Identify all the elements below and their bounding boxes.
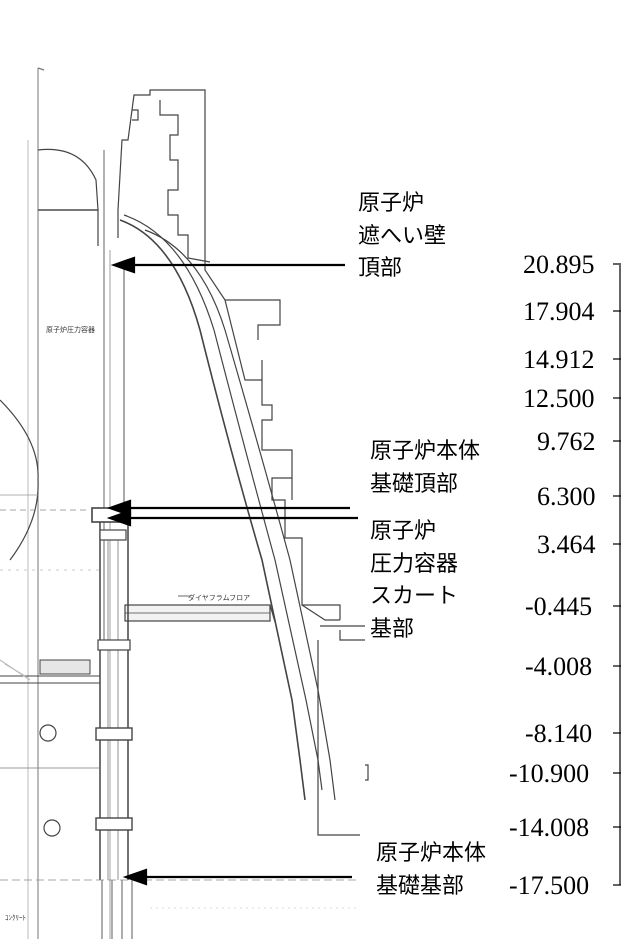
elevation-label: -17.500 (509, 871, 590, 900)
label-rpv-skirt-base: 原子炉 圧力容器 スカート 基部 (370, 519, 459, 642)
vessel-wall-arc (0, 399, 39, 561)
label-rpv-shield-wall-top: 原子炉 遮へい壁 頂部 (358, 191, 447, 282)
vessel-note: 原子炉圧力容器 (46, 325, 95, 334)
elevation-label: -4.008 (525, 652, 593, 681)
vessel-dome (37, 148, 99, 211)
floor-note: ダイヤフラムフロア (188, 593, 250, 602)
elevation-label: 17.904 (523, 297, 595, 326)
shield-wall-inner (119, 219, 306, 801)
corner-note: ｺﾝｸﾘｰﾄ (5, 914, 26, 922)
elevation-label: -14.008 (509, 813, 590, 842)
elevation-label: 9.762 (537, 427, 596, 456)
elevation-label: 6.300 (537, 482, 596, 511)
elevation-label: -8.140 (525, 719, 593, 748)
shield-wall-top (117, 89, 206, 238)
elevation-label: 12.500 (523, 384, 595, 413)
label-pedestal-base: 原子炉本体 基礎基部 (376, 841, 487, 899)
pipe-circle (39, 724, 57, 742)
elevation-label: 3.464 (537, 530, 596, 559)
label-pedestal-top: 原子炉本体 基礎頂部 (370, 439, 481, 497)
elevation-label: 14.912 (523, 345, 595, 374)
elevation-label: -10.900 (509, 759, 590, 788)
elevation-label: 20.895 (523, 250, 595, 279)
elevation-label: -0.445 (525, 592, 593, 621)
